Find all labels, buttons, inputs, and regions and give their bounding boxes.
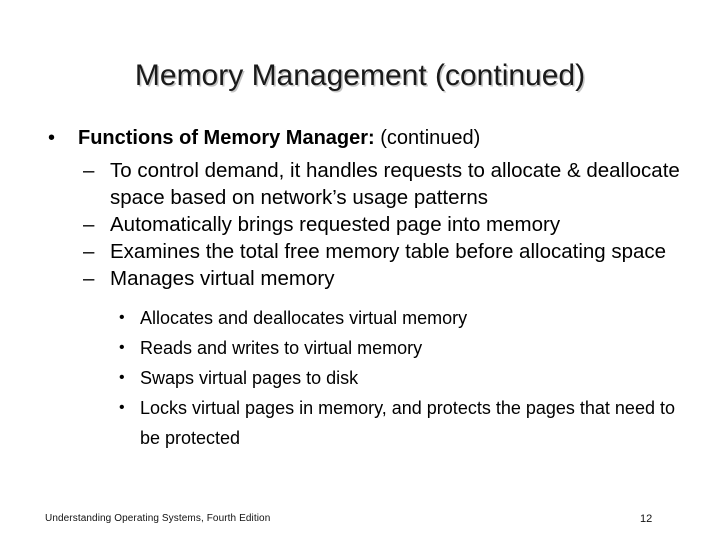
- bullet-dash-icon: –: [83, 159, 95, 182]
- bullet-dot-icon: •: [119, 399, 125, 416]
- bullet-level3-label: Swaps virtual pages to disk: [140, 368, 359, 388]
- bullet-level3-item: • Reads and writes to virtual memory: [0, 333, 720, 363]
- bullet-dot-icon: •: [119, 309, 125, 326]
- page-title: Memory Management (continued): [134, 59, 586, 92]
- bullet-dot-icon: •: [48, 127, 56, 149]
- slide-number: 12: [640, 513, 653, 525]
- bullet-dot-icon: •: [119, 369, 125, 386]
- bullet-level3-item: • Allocates and deallocates virtual memo…: [0, 303, 720, 333]
- bullet-dash-icon: –: [83, 267, 95, 290]
- bullet-level3-item: • Locks virtual pages in memory, and pro…: [0, 393, 720, 453]
- bullet-level2-group: – To control demand, it handles requests…: [0, 157, 720, 292]
- bullet-level2-label: Automatically brings requested page into…: [110, 213, 561, 236]
- bullet-level1: • Functions of Memory Manager: (continue…: [0, 124, 720, 152]
- bullet-level2-label: Manages virtual memory: [110, 267, 335, 290]
- bullet-level2-label: Examines the total free memory table bef…: [110, 240, 667, 263]
- bullet-level2-label: To control demand, it handles requests t…: [110, 159, 680, 209]
- bullet-dot-icon: •: [119, 339, 125, 356]
- bullet-level2-item: – Manages virtual memory: [0, 265, 720, 292]
- bullet-level3-label: Allocates and deallocates virtual memory: [140, 308, 468, 328]
- bullet-dash-icon: –: [83, 240, 95, 263]
- bullet-level1-trailing-label: (continued): [374, 127, 481, 149]
- bullet-level2-item: – To control demand, it handles requests…: [0, 157, 720, 211]
- bullet-level3-label: Reads and writes to virtual memory: [140, 338, 423, 358]
- footer-source-text: Understanding Operating Systems, Fourth …: [45, 513, 271, 524]
- bullet-level3-item: • Swaps virtual pages to disk: [0, 363, 720, 393]
- slide-body: • Functions of Memory Manager: (continue…: [0, 124, 720, 453]
- bullet-dash-icon: –: [83, 213, 95, 236]
- bullet-level3-label: Locks virtual pages in memory, and prote…: [140, 398, 675, 448]
- bullet-level3-group: • Allocates and deallocates virtual memo…: [0, 303, 720, 453]
- bullet-level2-item: – Examines the total free memory table b…: [0, 238, 720, 265]
- bullet-level2-item: – Automatically brings requested page in…: [0, 211, 720, 238]
- bullet-level1-strong-label: Functions of Memory Manager:: [78, 127, 375, 149]
